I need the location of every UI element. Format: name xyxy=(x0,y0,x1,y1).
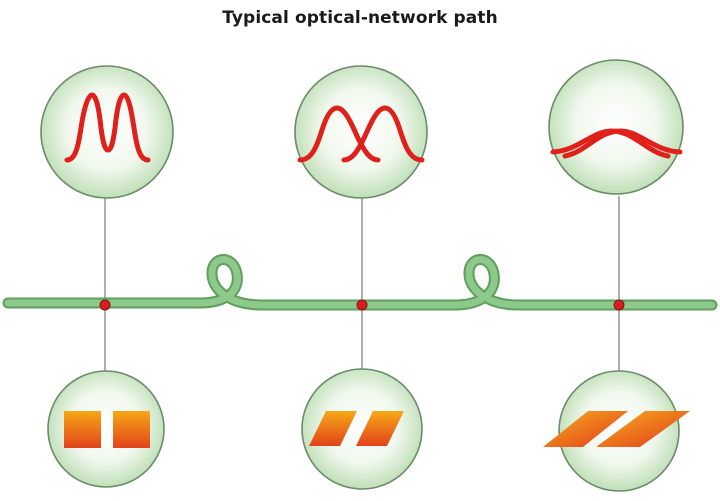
optical-fiber xyxy=(2,254,718,311)
node-2 xyxy=(356,299,368,311)
bubble-2-top xyxy=(294,65,428,199)
pulse-b-dispersed xyxy=(562,128,683,159)
fiber-outline xyxy=(2,254,718,311)
bubble-1-top xyxy=(40,65,174,199)
bit-bubble-1 xyxy=(47,370,165,488)
bubble-3-top xyxy=(548,59,684,195)
bit-bubble-2 xyxy=(301,368,423,490)
pulse-b-overlapping xyxy=(341,105,425,163)
bit-square-left xyxy=(64,411,101,448)
spectrum-bubble-2 xyxy=(294,65,428,199)
node-3 xyxy=(613,299,625,311)
bit-bubble-3 xyxy=(543,370,690,492)
bit-slanted-left xyxy=(309,411,357,446)
diagram-title: Typical optical-network path xyxy=(222,8,498,28)
node-1 xyxy=(99,299,111,311)
bit-square-right xyxy=(113,411,150,448)
pulse-a-overlapping xyxy=(297,105,381,163)
bit-smeared-left xyxy=(543,411,628,447)
bit-slanted-right xyxy=(356,411,404,446)
connector-lines xyxy=(104,196,620,371)
spectrum-bubble-3 xyxy=(548,59,684,195)
bubble-2-bottom xyxy=(301,368,423,490)
bit-smeared-right xyxy=(596,411,690,447)
fiber-core xyxy=(4,256,716,309)
pulse-pair-separated xyxy=(64,92,151,163)
spectrum-bubble-1 xyxy=(40,65,174,199)
network-nodes xyxy=(99,299,625,311)
bubble-1-bottom xyxy=(47,370,165,488)
